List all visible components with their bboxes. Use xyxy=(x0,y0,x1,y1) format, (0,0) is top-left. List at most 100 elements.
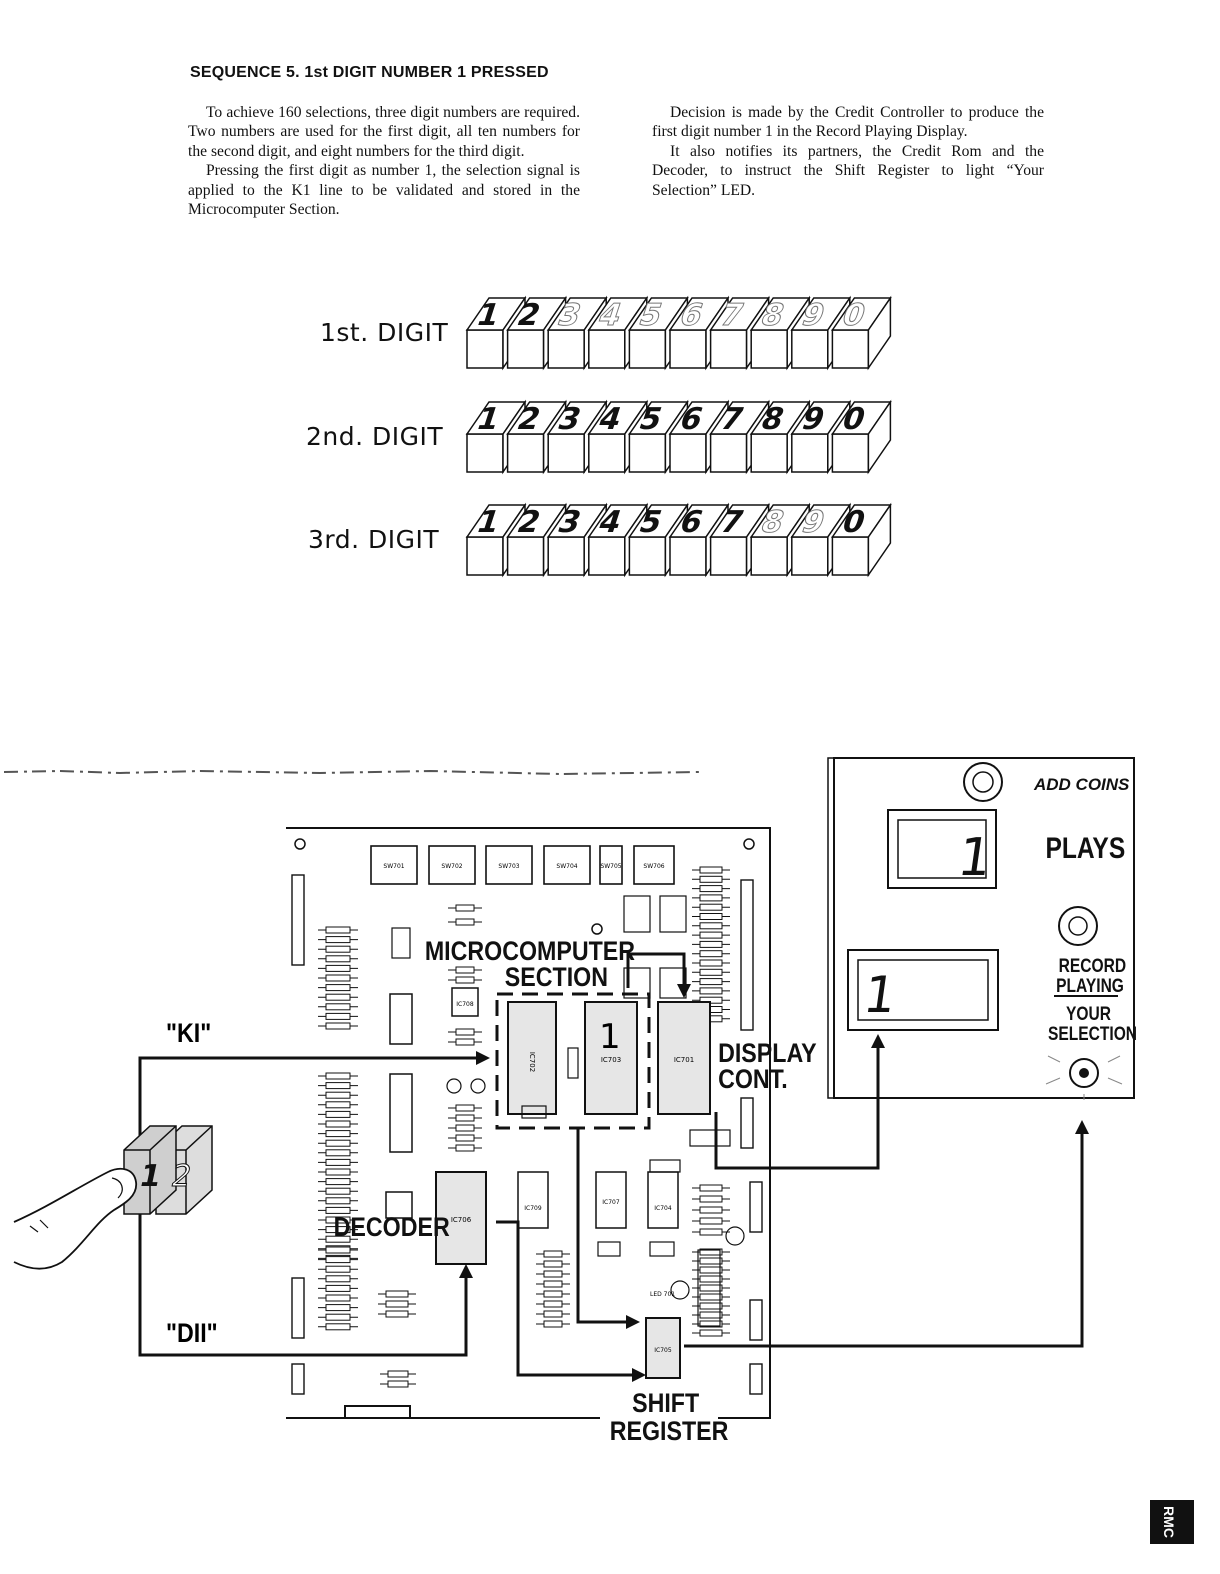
ic-label-707: IC707 xyxy=(602,1199,620,1206)
record-label: RECORD xyxy=(1059,955,1126,977)
resistor xyxy=(455,1124,475,1132)
resistor xyxy=(699,875,723,883)
plays-display-value: 1 xyxy=(954,828,995,888)
resistor xyxy=(455,1104,475,1112)
resistor xyxy=(325,1082,351,1090)
digit-row-label-1: 1st. DIGIT xyxy=(320,318,449,347)
decoder-label: DECODER xyxy=(334,1212,450,1242)
switch-label: SW701 xyxy=(383,863,404,870)
resistor xyxy=(325,1256,351,1264)
resistor xyxy=(325,926,351,934)
resistor xyxy=(325,1168,351,1176)
digit-key: 9 xyxy=(790,399,852,475)
resistor xyxy=(699,1228,723,1236)
resistor xyxy=(543,1320,563,1328)
digit-key: 0 xyxy=(830,295,892,371)
resistor xyxy=(325,1294,351,1302)
resistor xyxy=(325,936,351,944)
your-label: YOUR xyxy=(1066,1003,1111,1025)
resistor xyxy=(699,885,723,893)
resistor xyxy=(699,1329,723,1337)
resistor xyxy=(543,1270,563,1278)
ic-label-705: IC705 xyxy=(654,1347,672,1354)
resistor xyxy=(325,1149,351,1157)
register-label: REGISTER xyxy=(610,1416,729,1446)
resistor xyxy=(455,918,475,926)
resistor xyxy=(699,1248,723,1256)
switch-box xyxy=(428,845,476,885)
plays-label: PLAYS xyxy=(1046,831,1126,865)
resistor xyxy=(325,1206,351,1214)
resistor xyxy=(325,1197,351,1205)
resistor xyxy=(699,950,723,958)
resistor xyxy=(543,1300,563,1308)
switch-label: SW705 xyxy=(600,863,621,870)
keypad-finger xyxy=(13,1125,213,1270)
switch-box xyxy=(599,845,623,885)
resistor xyxy=(385,1310,409,1318)
selection-label: SELECTION xyxy=(1048,1023,1137,1045)
digit-row-label-3: 3rd. DIGIT xyxy=(308,525,440,554)
resistor xyxy=(699,940,723,948)
resistor xyxy=(699,1293,723,1301)
resistor xyxy=(699,913,723,920)
intro-left-paragraph-2: Pressing the first digit as number 1, th… xyxy=(188,162,580,219)
resistor xyxy=(325,1226,351,1234)
resistor xyxy=(455,966,475,974)
ic-label-706: IC706 xyxy=(451,1216,472,1224)
resistor xyxy=(325,1246,351,1254)
resistor xyxy=(455,1038,475,1046)
ic-label-708: IC708 xyxy=(456,1001,474,1008)
resistor xyxy=(455,1028,475,1036)
digit-key: 0 xyxy=(830,502,892,578)
display-cont-label-1: DISPLAY xyxy=(718,1038,817,1068)
add-coins-label: ADD COINS xyxy=(1033,775,1130,794)
resistor xyxy=(325,1120,351,1128)
switch-label: SW704 xyxy=(556,863,577,870)
switch-label: SW703 xyxy=(498,863,519,870)
intro-right-paragraph-2: It also notifies its partners, the Credi… xyxy=(652,142,1044,199)
resistor xyxy=(699,1302,723,1310)
resistor xyxy=(699,1195,723,1203)
resistor xyxy=(699,866,723,874)
ic-label-704: IC704 xyxy=(654,1205,672,1212)
resistor xyxy=(699,1320,723,1328)
resistor xyxy=(325,993,351,1001)
digit-key: 3 xyxy=(546,502,608,578)
resistor xyxy=(699,903,723,911)
resistor xyxy=(325,1235,351,1243)
switch-box xyxy=(633,845,675,885)
resistor xyxy=(543,1290,563,1298)
switch-label: SW702 xyxy=(441,863,462,870)
switch-box xyxy=(370,845,418,885)
resistor xyxy=(455,1144,475,1152)
digit-key: 9 xyxy=(790,295,852,371)
resistor xyxy=(325,1304,351,1312)
resistor xyxy=(325,964,351,972)
resistor xyxy=(385,1290,409,1298)
resistor xyxy=(325,1139,351,1147)
resistor xyxy=(543,1250,563,1258)
ic-label-709: IC709 xyxy=(524,1205,542,1212)
resistor xyxy=(699,987,723,995)
ic-label-703: IC703 xyxy=(601,1056,621,1064)
shift-label: SHIFT xyxy=(632,1388,700,1418)
display-cont-label-2: CONT. xyxy=(718,1064,788,1094)
playing-label: PLAYING xyxy=(1056,975,1124,997)
resistor xyxy=(387,1370,409,1378)
resistor xyxy=(699,1184,723,1192)
microcomputer-label: MICROCOMPUTER xyxy=(425,936,635,966)
resistor xyxy=(325,1275,351,1283)
led-label: LED 701 xyxy=(650,1291,675,1298)
resistor xyxy=(699,1266,723,1274)
d11-signal-label: "DII" xyxy=(166,1318,218,1348)
resistor xyxy=(325,1284,351,1292)
resistor xyxy=(325,1178,351,1186)
ic-label-702: IC702 xyxy=(528,1052,536,1072)
resistor xyxy=(325,1022,351,1030)
intro-left-column: To achieve 160 selections, three digit n… xyxy=(188,103,580,219)
resistor xyxy=(455,904,475,912)
resistor xyxy=(543,1310,563,1318)
resistor xyxy=(699,922,723,930)
